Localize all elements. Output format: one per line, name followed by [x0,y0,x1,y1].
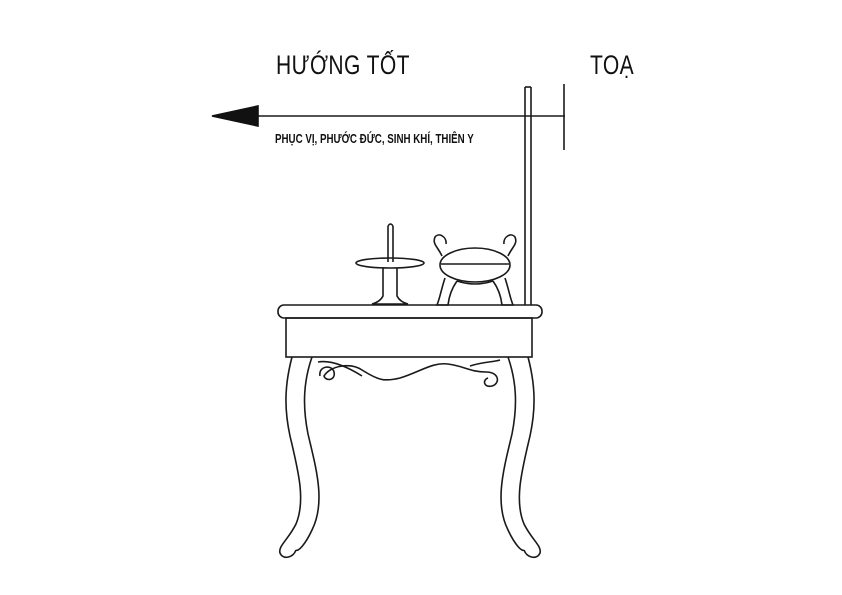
good-direction-label: HƯỚNG TỐT [276,50,410,80]
candle-stand [355,223,425,305]
incense-burner [433,234,517,306]
directions-list-label: PHỤC VỊ, PHƯỚC ĐỨC, SINH KHÍ, THIÊN Y [275,132,474,146]
direction-arrow [211,105,565,127]
arrowhead-icon [211,105,259,127]
back-plank [524,86,532,305]
altar-table [277,304,543,559]
seat-label: TOẠ [590,50,635,80]
